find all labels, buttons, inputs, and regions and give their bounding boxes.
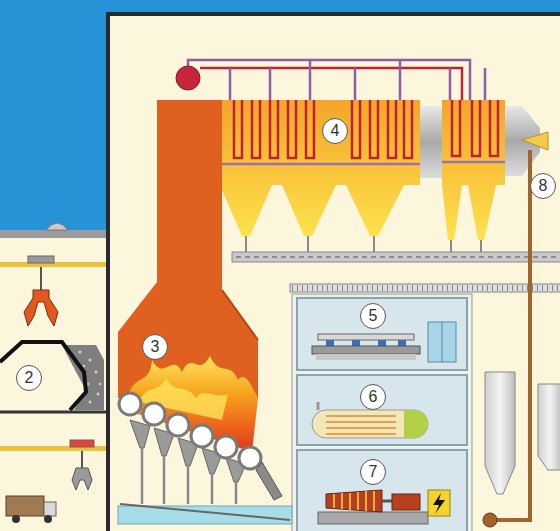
control-desk xyxy=(312,334,420,360)
callout-number: 6 xyxy=(369,389,378,405)
economiser xyxy=(442,100,505,240)
silo xyxy=(538,384,560,470)
bunker-hall xyxy=(0,232,110,531)
main-hall xyxy=(108,14,560,531)
callout-circle: 6 xyxy=(360,384,386,410)
crane-rail xyxy=(0,262,110,267)
nozzle xyxy=(522,132,548,150)
bunker-floor xyxy=(0,411,110,414)
heat-tubes xyxy=(234,100,412,158)
callout-number: 8 xyxy=(539,178,548,194)
boiler-room xyxy=(297,375,467,445)
grate-rollers xyxy=(119,393,261,469)
callout-circle: 3 xyxy=(142,334,168,360)
hopper-outlets xyxy=(246,236,374,252)
callout-number: 2 xyxy=(25,370,34,386)
silo xyxy=(485,372,515,494)
steam-drum xyxy=(176,66,200,90)
crane-grab xyxy=(24,290,58,326)
ash-conveyor xyxy=(232,252,560,262)
steam-pipes xyxy=(188,60,485,100)
callout-circle: 7 xyxy=(360,459,386,485)
roof-dome xyxy=(46,223,68,230)
callout-circle: 4 xyxy=(322,118,348,144)
turbine-generator xyxy=(318,490,428,524)
cabinet xyxy=(428,322,456,362)
fan xyxy=(483,513,497,527)
callout-number: 4 xyxy=(331,123,340,139)
boiler-pass xyxy=(222,100,420,236)
fire xyxy=(126,356,258,452)
roof xyxy=(0,230,110,238)
callout-circle: 5 xyxy=(360,303,386,329)
crane-trolley xyxy=(70,440,94,447)
callout-circle: 8 xyxy=(530,173,556,199)
crane-rope xyxy=(81,451,83,468)
machine-block xyxy=(292,294,472,531)
high-voltage-sign xyxy=(428,490,450,516)
ash-chute xyxy=(256,462,282,500)
crane-grab xyxy=(72,468,92,490)
walkway xyxy=(290,284,560,292)
callout-number: 5 xyxy=(369,308,378,324)
crane-rope xyxy=(40,267,42,290)
bunker-wall xyxy=(0,342,86,410)
truck xyxy=(6,496,56,523)
control-room xyxy=(297,298,467,370)
crane-trolley xyxy=(28,256,54,263)
turbine-room xyxy=(297,450,467,531)
callout-number: 7 xyxy=(369,464,378,480)
ash-basin xyxy=(118,506,292,524)
flue-duct xyxy=(420,106,442,178)
callout-circle: 2 xyxy=(16,365,42,391)
callout-number: 3 xyxy=(151,339,160,355)
